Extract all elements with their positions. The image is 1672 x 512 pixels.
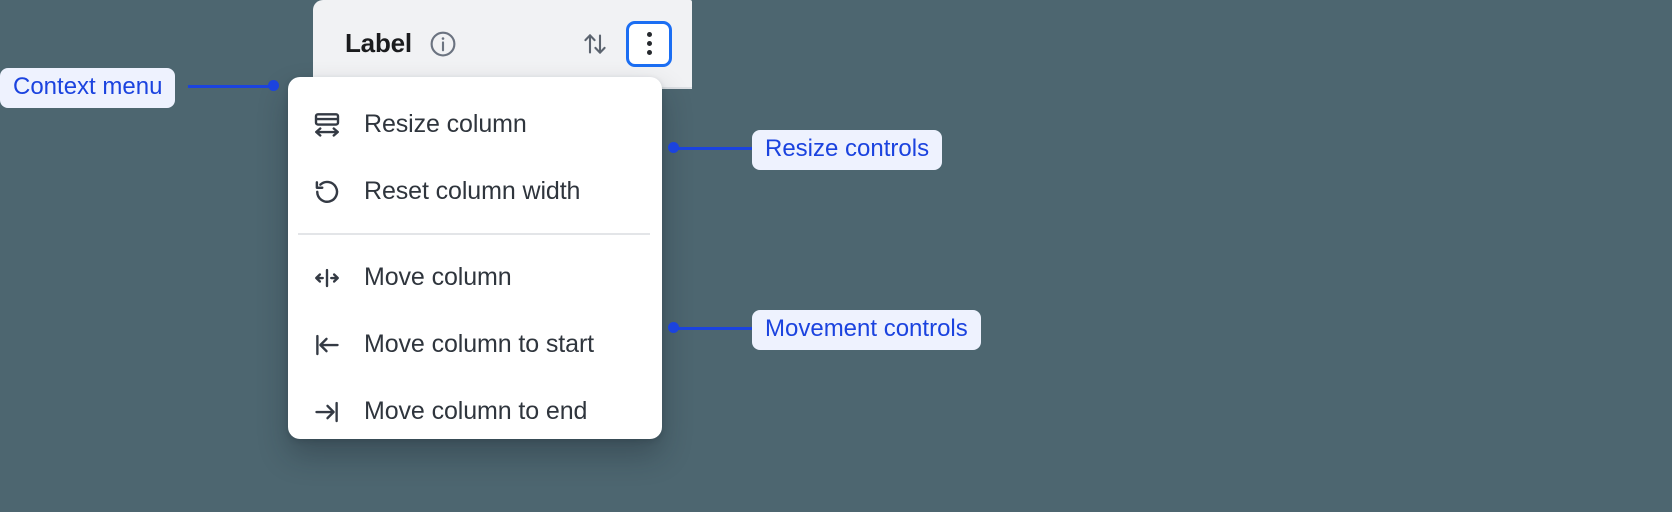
table-column-header: Label: [313, 0, 692, 89]
menu-item-move-column[interactable]: Move column: [288, 244, 662, 311]
kebab-dot: [646, 50, 652, 55]
move-column-icon: [310, 263, 344, 293]
annotation-anchor-dot: [668, 322, 679, 333]
menu-item-reset-column-width[interactable]: Reset column width: [288, 158, 662, 225]
menu-divider: [298, 233, 650, 235]
annotation-movement-controls: Movement controls: [752, 310, 981, 350]
column-menu-button[interactable]: [626, 20, 672, 67]
annotation-leader-line: [676, 147, 756, 150]
menu-item-label: Move column: [364, 263, 512, 291]
annotation-resize-controls: Resize controls: [752, 130, 943, 170]
menu-item-move-column-to-start[interactable]: Move column to start: [288, 311, 662, 378]
menu-item-resize-column[interactable]: Resize column: [288, 91, 662, 158]
kebab-dot: [646, 32, 652, 37]
column-context-menu: Resize column Reset column width Move co…: [288, 77, 662, 439]
menu-item-label: Reset column width: [364, 177, 581, 205]
annotation-anchor-dot: [668, 142, 679, 153]
menu-item-label: Move column to end: [364, 397, 588, 425]
menu-item-move-column-to-end[interactable]: Move column to end: [288, 378, 662, 445]
annotation-anchor-dot: [268, 80, 279, 91]
menu-item-label: Move column to start: [364, 330, 595, 358]
annotation-leader-line: [188, 85, 273, 88]
annotation-leader-line: [676, 327, 756, 330]
menu-item-label: Resize column: [364, 110, 527, 138]
info-circle-icon[interactable]: [428, 29, 458, 59]
sort-up-down-icon[interactable]: [578, 27, 612, 61]
resize-column-icon: [310, 110, 344, 140]
move-to-end-icon: [310, 397, 344, 427]
reset-width-icon: [310, 177, 344, 207]
move-to-start-icon: [310, 330, 344, 360]
annotation-context-menu: Context menu: [0, 68, 176, 108]
page-title: Label: [345, 28, 412, 58]
kebab-dot: [646, 41, 652, 46]
